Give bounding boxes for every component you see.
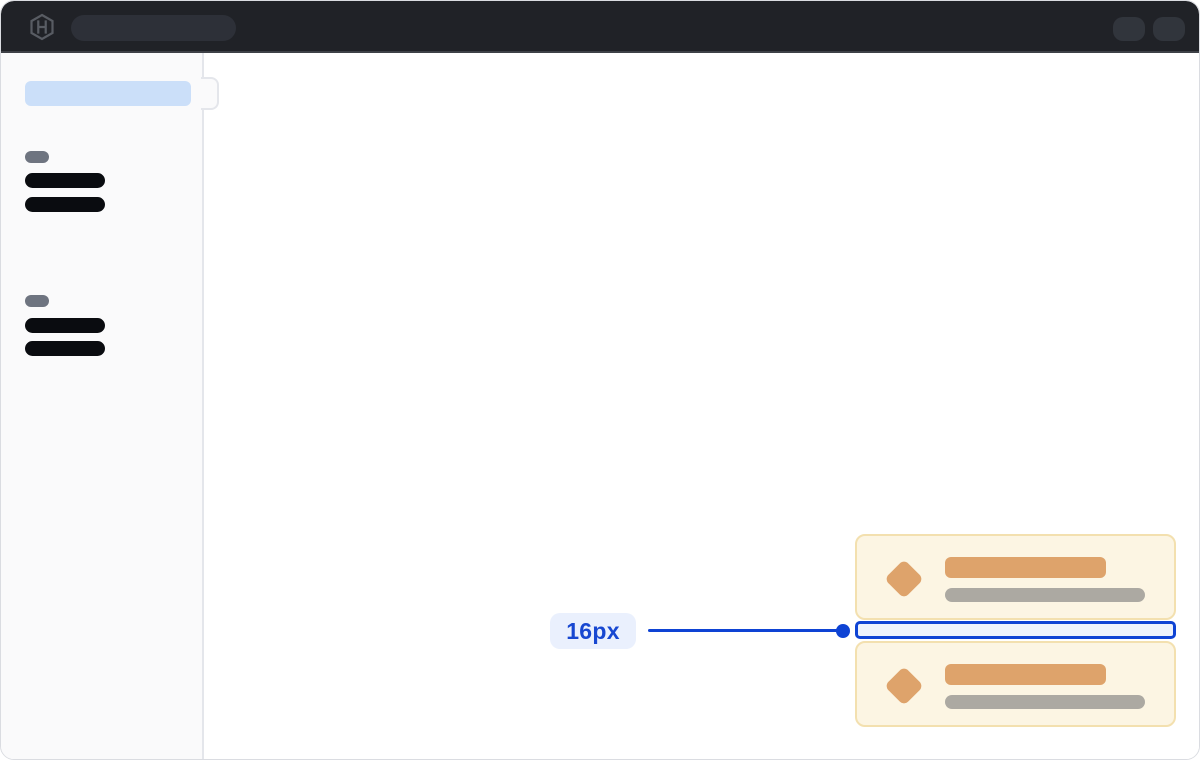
sidebar-section-label-skeleton — [25, 295, 49, 307]
sidebar-nav-item-skeleton[interactable] — [25, 173, 105, 188]
sidebar-active-item-skeleton[interactable] — [25, 81, 191, 106]
toast-title-skeleton — [945, 664, 1106, 685]
diamond-icon — [884, 666, 924, 706]
topbar-action-skeleton[interactable] — [1113, 17, 1145, 41]
toast-card — [855, 641, 1176, 727]
toast-description-skeleton — [945, 588, 1145, 602]
annotation-connector-line — [648, 629, 840, 632]
sidebar-nav-item-skeleton[interactable] — [25, 341, 105, 356]
sidebar-section-label-skeleton — [25, 151, 49, 163]
sidebar-nav-item-skeleton[interactable] — [25, 197, 105, 212]
hashicorp-logo-icon[interactable] — [28, 13, 56, 41]
spacing-highlight-rect — [855, 621, 1176, 639]
topbar-action-skeleton[interactable] — [1153, 17, 1185, 41]
sidebar-nav-item-skeleton[interactable] — [25, 318, 105, 333]
sidebar — [1, 53, 204, 759]
top-navigation-bar — [1, 1, 1199, 53]
sidebar-collapse-toggle[interactable] — [201, 77, 219, 110]
diamond-icon — [884, 559, 924, 599]
toast-card — [855, 534, 1176, 620]
annotation-connector-dot — [836, 624, 850, 638]
spacing-annotation-label: 16px — [550, 613, 636, 649]
nav-search-skeleton[interactable] — [71, 15, 236, 41]
toast-description-skeleton — [945, 695, 1145, 709]
toast-title-skeleton — [945, 557, 1106, 578]
